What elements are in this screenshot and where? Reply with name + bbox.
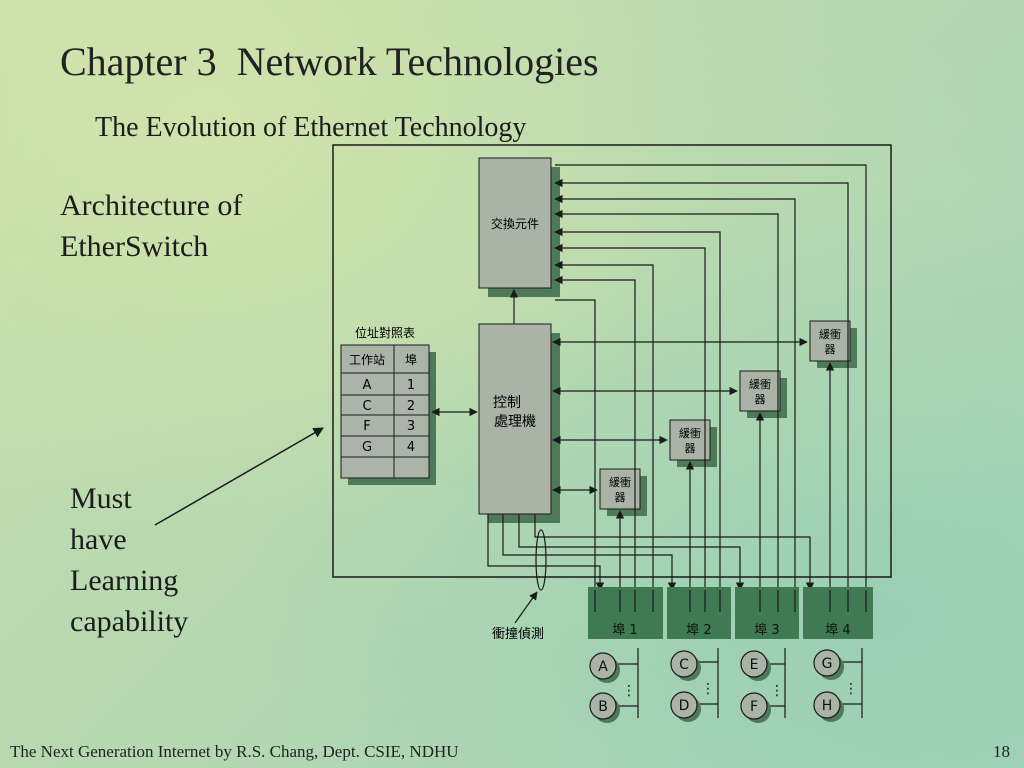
table-cell: 4 — [407, 440, 415, 455]
switch-fabric-label: 交換元件 — [491, 216, 539, 231]
svg-text:器: 器 — [755, 393, 766, 406]
svg-text:器: 器 — [615, 491, 626, 504]
control-cpu-label-line1: 控制 — [493, 395, 521, 411]
svg-text:緩衝: 緩衝 — [679, 426, 701, 440]
table-header-port: 埠 — [405, 353, 417, 367]
note-pointer-arrow — [154, 427, 324, 526]
station-label: B — [598, 699, 608, 715]
station-group-2: C D ⋮ — [670, 648, 719, 722]
buffer-4: 緩衝 器 — [809, 320, 857, 368]
table-cell: 2 — [407, 399, 415, 414]
collision-pointer — [514, 591, 538, 624]
svg-text:緩衝: 緩衝 — [819, 327, 841, 341]
station-label: C — [679, 657, 689, 673]
address-table: 工作站 埠 A 1 C 2 F 3 G 4 — [340, 344, 430, 479]
learning-note-line: capability — [70, 605, 189, 638]
table-header-station: 工作站 — [349, 353, 385, 367]
control-cpu — [478, 323, 552, 515]
learning-note-line: Learning — [70, 564, 179, 597]
architecture-caption-line1: Architecture of — [60, 189, 243, 222]
svg-text:⋮: ⋮ — [844, 681, 858, 697]
learning-note: Must have Learning capability — [70, 478, 188, 642]
station-label: A — [598, 659, 608, 675]
svg-text:⋮: ⋮ — [701, 681, 715, 697]
table-cell: A — [363, 378, 372, 393]
port-2: 埠 2 — [667, 587, 731, 639]
svg-text:埠 4: 埠 4 — [825, 623, 850, 638]
buffer-2: 緩衝 器 — [669, 419, 717, 467]
station-label: H — [822, 698, 833, 714]
station-group-4: G H ⋮ — [813, 648, 863, 722]
architecture-caption: Architecture of EtherSwitch — [60, 185, 242, 267]
svg-text:緩衝: 緩衝 — [609, 475, 631, 489]
address-table-caption: 位址對照表 — [355, 325, 415, 340]
buffer-port-links — [615, 362, 835, 612]
table-cell: 3 — [407, 419, 415, 434]
table-cell: 1 — [407, 378, 415, 393]
slide-title: Chapter 3 Network Technologies — [60, 39, 599, 84]
learning-note-line: Must — [70, 482, 132, 515]
page-number: 18 — [993, 742, 1010, 761]
cpu-buffer-links — [552, 337, 808, 495]
collision-label: 衝撞偵測 — [492, 627, 544, 642]
station-label: F — [750, 699, 758, 715]
station-group-1: A B ⋮ — [589, 648, 639, 723]
port-1: 埠 1 — [588, 587, 663, 639]
buffer-1: 緩衝 器 — [599, 468, 647, 516]
control-cpu-label-line2: 處理機 — [494, 414, 536, 430]
port-3: 埠 3 — [735, 587, 799, 639]
station-group-3: E F ⋮ — [740, 648, 786, 723]
switch-fabric — [478, 157, 552, 289]
collision-lines — [487, 514, 815, 591]
table-cell: C — [362, 399, 371, 414]
note-pointer-arrow — [170, 428, 324, 690]
learning-note-line: have — [70, 523, 127, 556]
svg-text:⋮: ⋮ — [770, 683, 784, 699]
svg-text:埠 2: 埠 2 — [686, 623, 711, 638]
svg-text:緩衝: 緩衝 — [749, 377, 771, 391]
port-4: 埠 4 — [803, 587, 873, 639]
footer-credit: The Next Generation Internet by R.S. Cha… — [10, 742, 459, 761]
architecture-caption-line2: EtherSwitch — [60, 230, 209, 263]
buffer-3: 緩衝 器 — [739, 370, 787, 418]
slide-subtitle: The Evolution of Ethernet Technology — [95, 112, 527, 143]
station-label: E — [750, 657, 759, 673]
svg-text:埠 1: 埠 1 — [612, 623, 637, 638]
switch-frame — [332, 144, 892, 578]
svg-text:埠 3: 埠 3 — [754, 623, 779, 638]
svg-text:器: 器 — [685, 442, 696, 455]
svg-text:⋮: ⋮ — [622, 683, 636, 699]
table-cell: G — [362, 440, 372, 455]
fabric-port-links — [554, 164, 867, 612]
table-cell: F — [363, 419, 370, 434]
station-label: D — [679, 698, 690, 714]
station-label: G — [822, 656, 833, 672]
svg-text:器: 器 — [825, 343, 836, 356]
port-line-overlay — [594, 590, 867, 612]
